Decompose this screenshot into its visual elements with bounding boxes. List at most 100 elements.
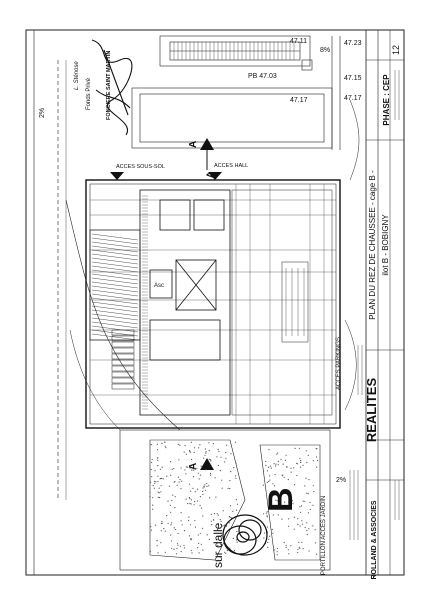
vegetation-dot	[208, 458, 210, 460]
vegetation-dot	[224, 461, 226, 463]
stair-hatch	[91, 233, 139, 341]
vegetation-dot	[165, 447, 167, 449]
vegetation-dot	[196, 468, 198, 470]
vegetation-dot	[154, 524, 157, 526]
vegetation-dot	[316, 459, 319, 461]
vegetation-dot	[268, 449, 270, 451]
vegetation-dot	[196, 547, 199, 549]
architect-logo: ROLLAND & ASSOCIES	[371, 500, 378, 579]
vegetation-dot	[305, 450, 307, 452]
vegetation-dot	[202, 490, 204, 492]
vegetation-dot	[177, 443, 179, 445]
vegetation-dot	[161, 520, 163, 523]
vegetation-dot	[262, 470, 265, 472]
vegetation-dot	[153, 487, 155, 489]
garden-vegetation	[149, 441, 319, 556]
hatch-line	[91, 273, 139, 281]
vegetation-dot	[315, 448, 317, 450]
hatch-line	[91, 261, 139, 269]
vegetation-dot	[217, 464, 219, 466]
vegetation-dot	[274, 549, 276, 551]
vegetation-dot	[187, 466, 189, 468]
vegetation-dot	[271, 528, 273, 531]
vegetation-dot	[181, 480, 183, 482]
hatch-line	[91, 257, 139, 265]
vegetation-dot	[173, 467, 175, 470]
mailbox-unit	[111, 359, 135, 366]
vegetation-dot	[304, 485, 306, 487]
vegetation-dot	[263, 532, 265, 534]
vegetation-dot	[180, 550, 182, 553]
level-47-23: 47.23	[344, 40, 362, 47]
hatch-line	[91, 269, 139, 277]
vegetation-dot	[284, 501, 286, 503]
vegetation-dot	[315, 456, 318, 458]
vegetation-dot	[177, 544, 179, 546]
vegetation-dot	[197, 534, 199, 536]
vegetation-dot	[180, 520, 182, 522]
vegetation-dot	[266, 470, 268, 472]
vegetation-dot	[168, 485, 170, 487]
vegetation-dot	[268, 535, 271, 537]
mailbox-unit	[111, 341, 135, 348]
vegetation-dot	[282, 463, 284, 465]
entry-arrows	[110, 172, 222, 180]
vegetation-dot	[301, 541, 303, 543]
vegetation-dot	[301, 520, 303, 522]
vegetation-dot	[229, 480, 231, 482]
mailbox-unit	[111, 371, 135, 378]
vegetation-dot	[284, 459, 287, 461]
vegetation-dot	[190, 503, 192, 505]
vegetation-dot	[204, 489, 206, 491]
vegetation-dot	[163, 528, 165, 530]
vegetation-dot	[276, 453, 278, 455]
vegetation-dot	[203, 485, 205, 487]
vegetation-dot	[287, 505, 289, 507]
vegetation-dot	[170, 461, 172, 463]
vegetation-dot	[183, 530, 186, 532]
vegetation-dot	[156, 443, 158, 445]
vegetation-dot	[276, 551, 278, 553]
hatch-line	[91, 289, 139, 297]
vegetation-dot	[167, 500, 169, 502]
vegetation-dot	[275, 465, 277, 467]
vegetation-dot	[180, 488, 182, 490]
vegetation-dot	[154, 470, 156, 472]
vegetation-dot	[189, 449, 191, 452]
vegetation-dot	[209, 472, 212, 475]
level-47-17-a: 47.17	[290, 97, 308, 104]
vegetation-dot	[304, 526, 306, 529]
vegetation-dot	[288, 491, 290, 493]
vegetation-dot	[265, 512, 267, 514]
building-outline	[85, 179, 341, 429]
vegetation-dot	[184, 445, 186, 447]
vegetation-dot	[171, 547, 173, 549]
vegetation-dot	[198, 552, 200, 554]
mailbox-unit	[111, 377, 135, 384]
vegetation-dot	[156, 545, 158, 547]
developer-logo: REALITES	[364, 378, 379, 443]
vegetation-dot	[173, 481, 175, 483]
vegetation-dot	[164, 551, 166, 554]
hatch-line	[91, 333, 139, 341]
upper-walkway	[131, 36, 341, 150]
vegetation-dot	[191, 458, 193, 461]
vegetation-dot	[200, 543, 202, 545]
mailbox-unit	[111, 383, 135, 390]
vegetation-dot	[181, 524, 183, 526]
vegetation-dot	[188, 516, 190, 518]
vegetation-dot	[214, 477, 216, 479]
vegetation-dot	[236, 530, 238, 533]
vegetation-dot	[273, 485, 276, 487]
vegetation-dot	[209, 459, 212, 461]
vegetation-dot	[161, 466, 163, 468]
vegetation-dot	[265, 460, 267, 463]
vegetation-dot	[235, 539, 238, 541]
vegetation-dot	[314, 529, 316, 531]
vegetation-dot	[216, 538, 218, 540]
vegetation-dot	[189, 502, 191, 505]
vegetation-dot	[161, 522, 163, 524]
vegetation-dot	[176, 547, 178, 549]
vegetation-dot	[185, 473, 187, 475]
vegetation-dot	[183, 547, 185, 549]
